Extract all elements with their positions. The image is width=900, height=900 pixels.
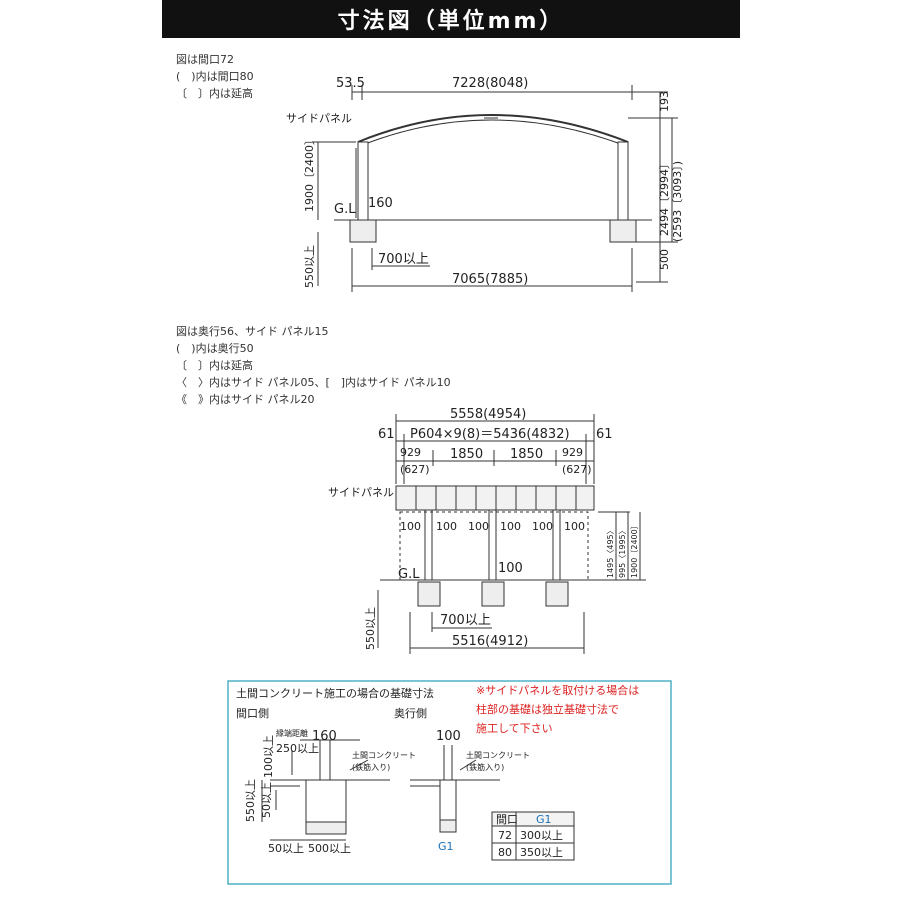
foundation-depth-drawing <box>410 745 500 833</box>
front-elevation-drawing <box>312 85 678 292</box>
table-cell: 80 <box>498 846 512 859</box>
dim-off-100-a: 100 <box>400 520 421 533</box>
dim-h3: 1900〔2400〕 <box>630 521 639 578</box>
dim-bottom-50: 50以上 <box>268 842 304 855</box>
side-panel-label: サイドパネル <box>286 112 352 125</box>
dim-depth-left: 550以上 <box>364 607 377 650</box>
dim-edge-right: 61 <box>596 427 613 442</box>
warning-line: 柱部の基礎は独立基礎寸法で <box>476 702 619 716</box>
front-elevation-labels: 53.5 7228(8048) サイドパネル 1900〔2400〕 G.L 16… <box>286 76 684 288</box>
table-header-g1: G1 <box>536 813 552 826</box>
side-panel-label: サイドパネル <box>328 486 394 499</box>
note-line: 図は奥行56、サイド パネル15 <box>176 325 329 338</box>
section2-notes: 図は奥行56、サイド パネル15 ( )内は奥行50 〔 〕内は延高 〈 〉内は… <box>176 323 451 408</box>
front-side-label: 間口側 <box>236 707 269 720</box>
dim-off-100-c: 100 <box>468 520 489 533</box>
warning-line: 施工して下さい <box>476 722 553 735</box>
dim-depth-left: 550以上 <box>303 245 316 288</box>
side-elevation-labels: 5558(4954) 61 P604×9(8)＝5436(4832) 61 92… <box>328 407 639 650</box>
dim-edge-left: 61 <box>378 427 395 442</box>
concrete-label: 土間コンクリート <box>466 750 530 760</box>
gl-label: G.L <box>334 202 356 217</box>
dim-bottom-width: 7065(7885) <box>452 272 528 287</box>
dim-top-width: 7228(8048) <box>452 76 528 91</box>
clearance-value: 250以上 <box>276 742 319 755</box>
dim-right-bottom: 500 <box>658 249 671 270</box>
note-line: ( )内は奥行50 <box>176 342 254 355</box>
dim-bottom-500: 500以上 <box>308 842 351 855</box>
dim-post: 160 <box>368 196 393 211</box>
dim-mid-100: 100 <box>498 561 523 576</box>
dim-929-right: 929 <box>562 446 583 459</box>
warning-line: ※サイドパネルを取付ける場合は <box>476 683 639 697</box>
dim-h-100: 100以上 <box>262 735 275 778</box>
note-line: 〔 〕内は延高 <box>176 359 253 372</box>
table-cell: 72 <box>498 829 512 842</box>
table-cell: 300以上 <box>520 829 563 842</box>
foundation-front-labels: 縁端距離 250以上 160 100以上 土間コンクリート (鉄筋入り) 550… <box>244 728 416 855</box>
note-line: 図は間口72 <box>176 53 234 66</box>
dim-627-left: (627) <box>400 463 430 476</box>
note-line: 《 》内はサイド パネル20 <box>176 393 315 406</box>
dim-right-top: 193 <box>658 91 671 112</box>
gl-label: G.L <box>398 567 420 582</box>
dim-h1: 1495〈495〉 <box>606 526 615 578</box>
note-line: 〈 〉内はサイド パネル05、[ ]内はサイド パネル10 <box>176 376 451 389</box>
g1-table: 間口 G1 72 300以上 80 350以上 <box>491 811 575 861</box>
page-title: 寸法図（単位mm） <box>337 9 565 34</box>
dim-height-left: 1900〔2400〕 <box>303 134 316 212</box>
dim-off-100-b: 100 <box>436 520 457 533</box>
section1-notes: 図は間口72 ( )内は間口80 〔 〕内は延高 <box>176 51 254 102</box>
rebar-label: (鉄筋入り) <box>352 762 390 772</box>
dim-post-160: 160 <box>312 729 337 744</box>
dim-pitch: P604×9(8)＝5436(4832) <box>410 427 570 442</box>
concrete-label: 土間コンクリート <box>352 750 416 760</box>
dim-off-100-f: 100 <box>564 520 585 533</box>
depth-side-label: 奥行側 <box>394 706 427 720</box>
dim-929-left: 929 <box>400 446 421 459</box>
table-cell: 350以上 <box>520 846 563 859</box>
dim-spacing: 700以上 <box>440 613 491 628</box>
note-line: ( )内は間口80 <box>176 70 254 83</box>
dim-spacing: 700以上 <box>378 252 429 267</box>
dim-h2: 995〈1995〉 <box>618 526 627 578</box>
dim-1850-b: 1850 <box>510 447 543 462</box>
rebar-label: (鉄筋入り) <box>466 762 504 772</box>
foundation-front-drawing <box>261 739 390 841</box>
dim-top-left: 53.5 <box>336 76 365 91</box>
foundation-title: 土間コンクリート施工の場合の基礎寸法 <box>236 686 434 700</box>
dim-627-right: (627) <box>562 463 592 476</box>
g1-label: G1 <box>438 840 454 853</box>
dim-1850-a: 1850 <box>450 447 483 462</box>
side-elevation-drawing <box>377 414 646 654</box>
dim-bottom-width: 5516(4912) <box>452 634 528 649</box>
dim-h-50: 50以上 <box>260 782 273 818</box>
foundation-depth-labels: 100 土間コンクリート (鉄筋入り) G1 <box>436 729 530 853</box>
dim-off-100-d: 100 <box>500 520 521 533</box>
dim-off-100-e: 100 <box>532 520 553 533</box>
dim-right-h2: (2593〔3093〕) <box>671 161 684 242</box>
clearance-label: 縁端距離 <box>276 728 308 738</box>
foundation-box <box>227 680 672 885</box>
page-title-banner: 寸法図（単位mm） <box>162 0 740 38</box>
dim-total-depth: 5558(4954) <box>450 407 526 422</box>
foundation-texts: 土間コンクリート施工の場合の基礎寸法 間口側 奥行側 ※サイドパネルを取付ける場… <box>236 683 639 735</box>
table-header-width: 間口 <box>496 813 518 826</box>
dim-depth-550: 550以上 <box>244 779 257 822</box>
dim-post-100: 100 <box>436 729 461 744</box>
dim-right-h1: 2494〔2994〕 <box>658 158 671 236</box>
note-line: 〔 〕内は延高 <box>176 87 253 100</box>
